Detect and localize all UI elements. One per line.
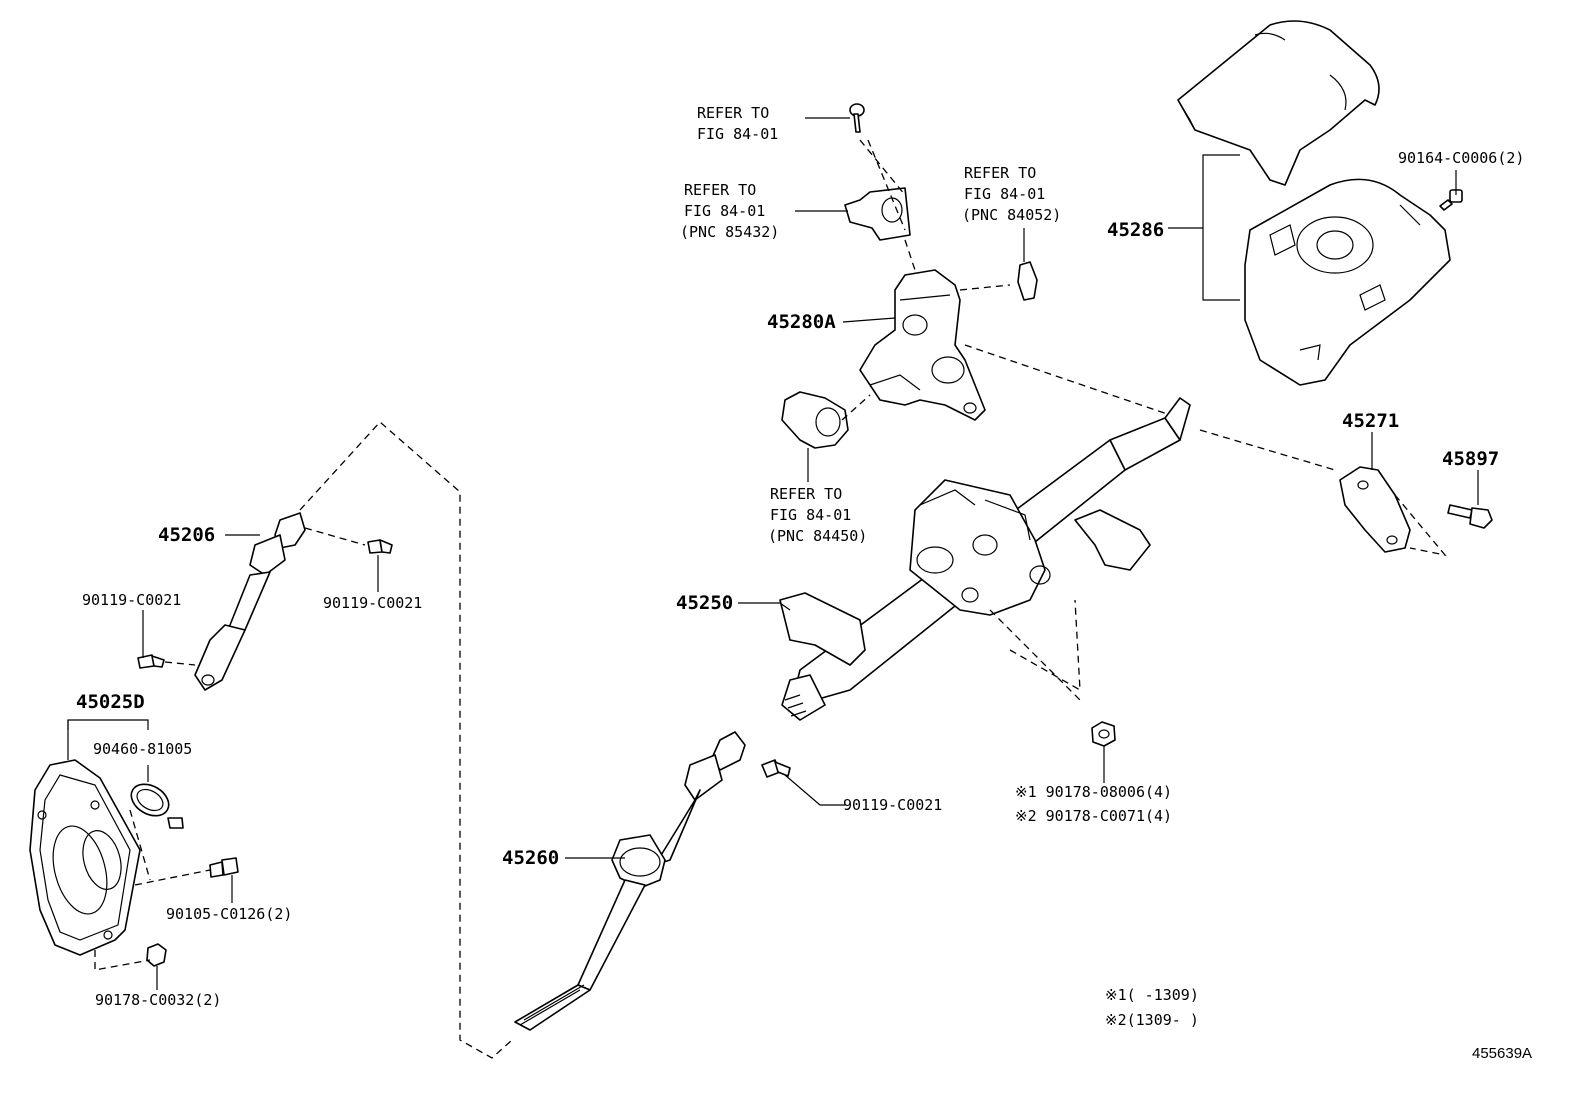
column-cover-upper [1177, 20, 1380, 186]
refer3-line3: (PNC 84052) [962, 206, 1061, 224]
screw-90164-icon [1439, 189, 1463, 211]
bolt-90105-icon [209, 857, 239, 878]
label-45260: 45260 [502, 847, 559, 869]
sensor-84052 [1017, 261, 1038, 301]
screw-top-icon [849, 103, 865, 133]
label-45250: 45250 [676, 592, 733, 614]
ignition-switch [844, 187, 911, 241]
label-90460: 90460-81005 [93, 740, 192, 758]
label-45280A: 45280A [767, 311, 836, 333]
refer2-line2: FIG 84-01 [684, 202, 765, 220]
clamp-90460 [130, 783, 184, 829]
nut-90178-c0032-icon [146, 943, 167, 967]
steering-column-assembly [779, 397, 1191, 721]
column-cover-lower [1244, 178, 1451, 386]
note-1: ※1( -1309) [1105, 986, 1199, 1004]
label-90178-C0071: ※2 90178-C0071(4) [1015, 807, 1172, 825]
refer2-line3: (PNC 85432) [680, 223, 779, 241]
boot-45025D [29, 759, 141, 956]
bolt-90119-upper-right-icon [367, 539, 393, 554]
bolt-45897-icon [1447, 504, 1493, 529]
figure-id: 455639A [1472, 1045, 1532, 1062]
label-45206: 45206 [158, 524, 215, 546]
label-90105: 90105-C0126(2) [166, 905, 292, 923]
switch-bracket-45280A [859, 269, 986, 421]
nut-90178-icon [1091, 721, 1116, 747]
transponder-84450 [781, 391, 849, 449]
label-90119-lower: 90119-C0021 [843, 796, 942, 814]
shaft-45206 [194, 512, 306, 691]
refer4-line2: FIG 84-01 [770, 506, 851, 524]
refer1-line2: FIG 84-01 [697, 125, 778, 143]
label-90119-right: 90119-C0021 [323, 594, 422, 612]
label-90164: 90164-C0006(2) [1398, 149, 1524, 167]
refer3-line1: REFER TO [964, 164, 1036, 182]
label-90178-08006: ※1 90178-08006(4) [1015, 783, 1172, 801]
label-90119-left: 90119-C0021 [82, 591, 181, 609]
label-45897: 45897 [1442, 448, 1499, 470]
refer1-line1: REFER TO [697, 104, 769, 122]
refer4-line3: (PNC 84450) [768, 527, 867, 545]
refer2-line1: REFER TO [684, 181, 756, 199]
lever-45271 [1339, 466, 1411, 553]
refer4-line1: REFER TO [770, 485, 842, 503]
bolt-90119-upper-left-icon [137, 654, 165, 669]
refer3-line2: FIG 84-01 [964, 185, 1045, 203]
bolt-90119-lower-icon [761, 759, 791, 778]
label-90178-C0032: 90178-C0032(2) [95, 991, 221, 1009]
label-45286: 45286 [1107, 219, 1164, 241]
intermediate-shaft-45260 [514, 731, 746, 1031]
label-45025D: 45025D [76, 691, 145, 713]
note-2: ※2(1309- ) [1105, 1011, 1199, 1029]
label-45271: 45271 [1342, 410, 1399, 432]
